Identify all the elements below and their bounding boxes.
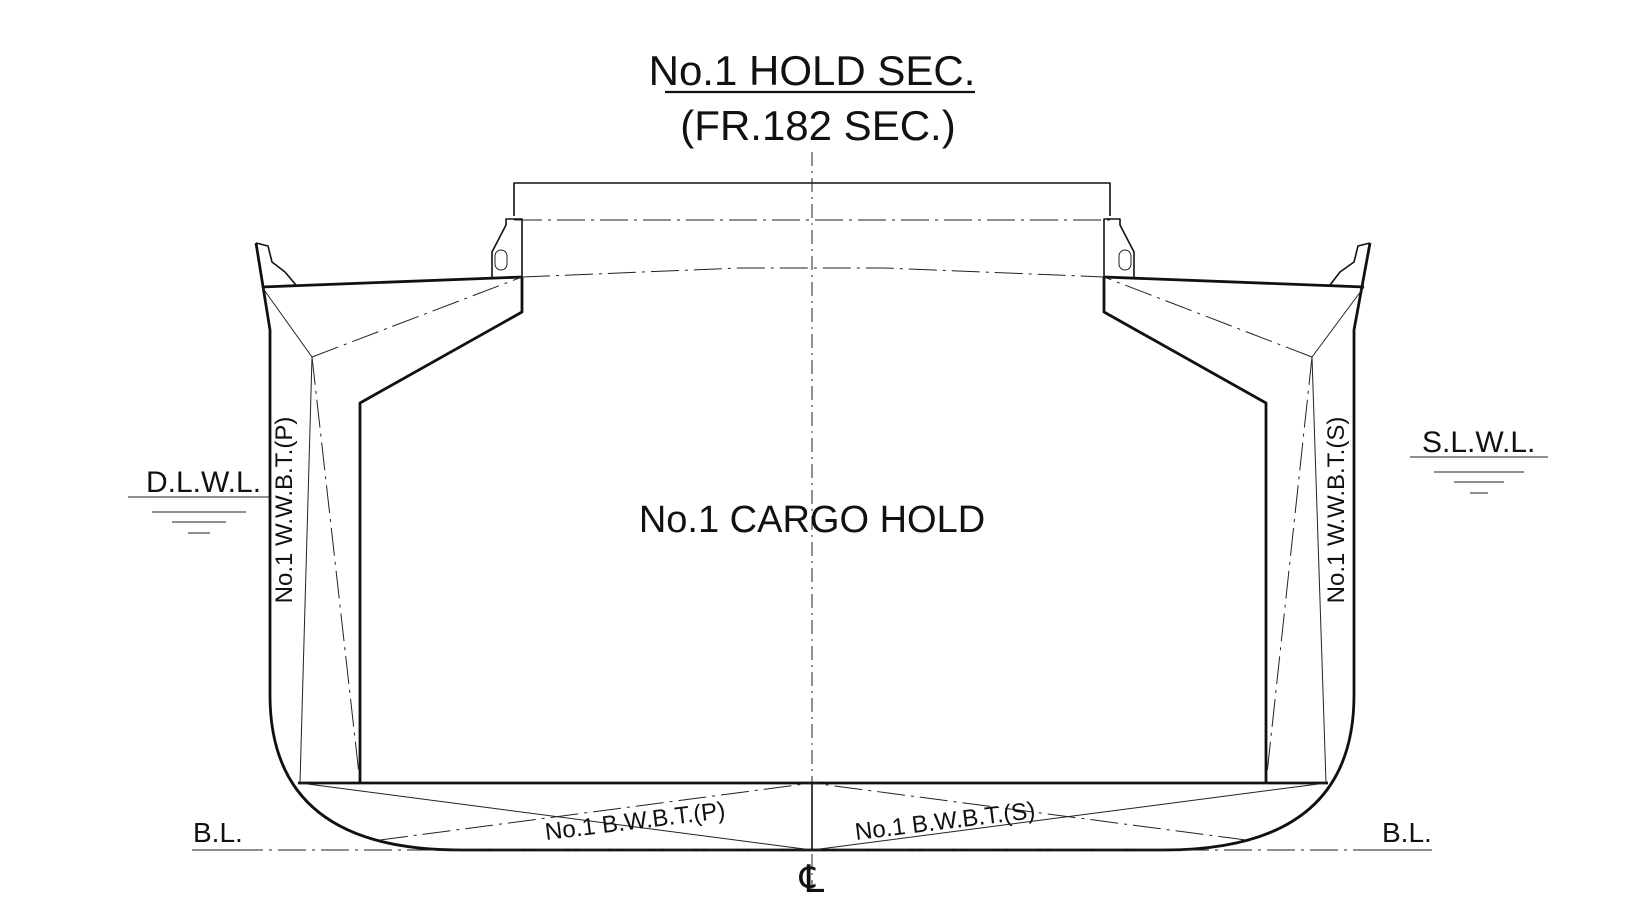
hatch-coaming-stbd — [1103, 218, 1135, 277]
main-deck-stbd — [1103, 275, 1365, 289]
hull-shell — [254, 242, 1372, 852]
dlwl-label: D.L.W.L. — [146, 466, 261, 499]
bl-label-left: B.L. — [193, 817, 243, 848]
bwbt-port-label: No.1 B.W.B.T.(P) — [543, 797, 726, 846]
slwl-marker: S.L.W.L. — [1410, 426, 1548, 494]
centerline-symbol: ℄ — [799, 859, 825, 892]
deck-camber-line — [521, 267, 1105, 278]
dlwl-marker: D.L.W.L. — [128, 466, 270, 534]
title-line1: No.1 HOLD SEC. — [649, 47, 976, 94]
wwbt-stbd-label: No.1 W.W.B.T.(S) — [1323, 417, 1350, 604]
title-line2: (FR.182 SEC.) — [680, 102, 955, 149]
hatch-coaming-port — [491, 218, 523, 277]
main-deck-port — [261, 275, 523, 289]
hold-boundary-stbd — [1102, 277, 1268, 783]
hatch-cover — [513, 182, 1111, 216]
wing-tank-stbd-lines — [1103, 276, 1365, 784]
cargo-hold-label: No.1 CARGO HOLD — [639, 499, 985, 541]
section-title: No.1 HOLD SEC. (FR.182 SEC.) — [649, 47, 976, 149]
hold-boundary-port — [358, 277, 524, 783]
wwbt-port-label: No.1 W.W.B.T.(P) — [271, 417, 298, 604]
slwl-label: S.L.W.L. — [1422, 426, 1535, 459]
bottom-tank-lines — [299, 782, 1327, 851]
bwbt-stbd-label: No.1 B.W.B.T.(S) — [853, 797, 1036, 846]
wing-tank-port-lines — [261, 276, 523, 784]
bl-label-right: B.L. — [1382, 817, 1432, 848]
